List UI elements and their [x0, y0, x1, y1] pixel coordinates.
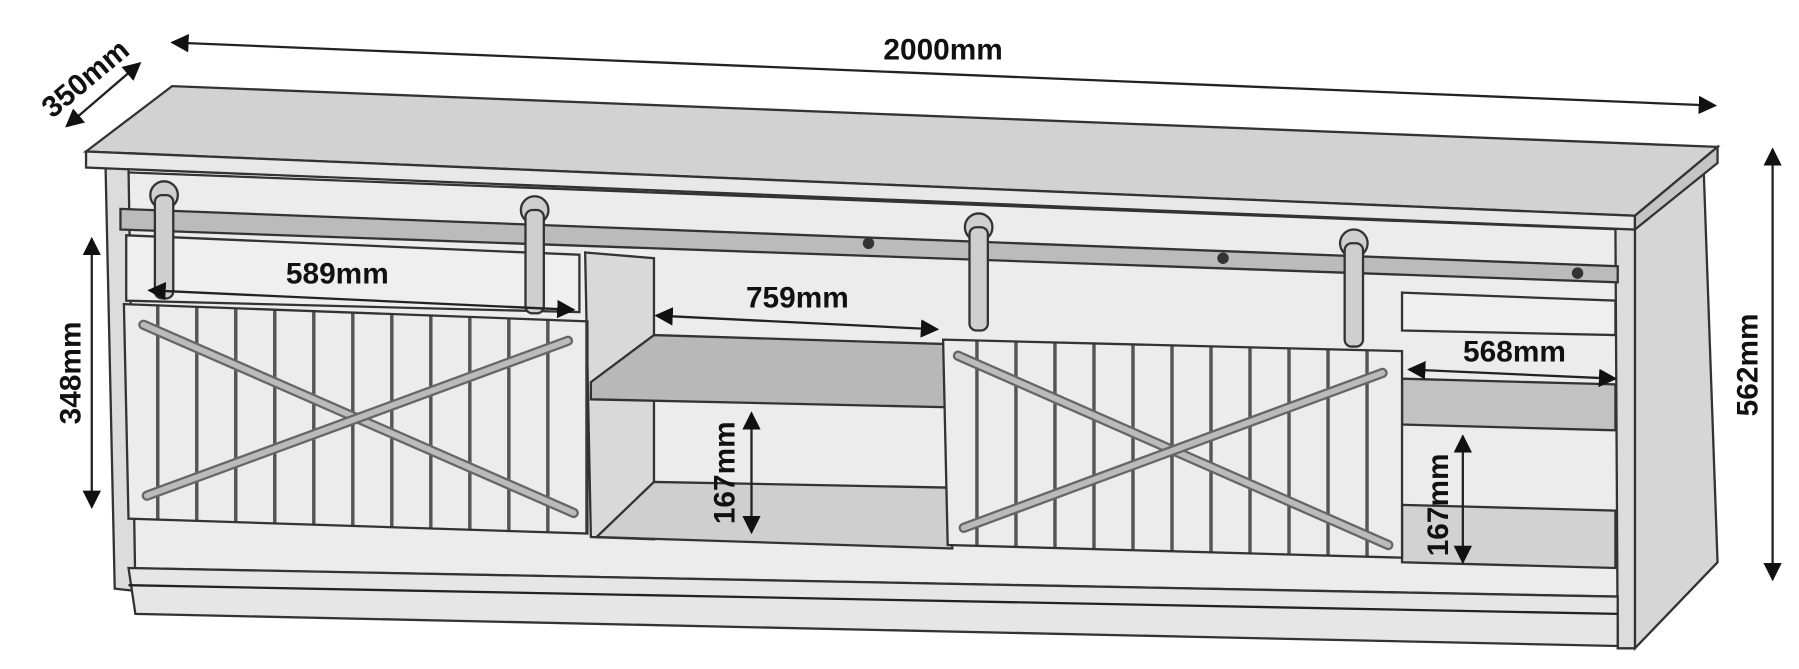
hanger-icon: [519, 195, 550, 315]
upper-right-panel: [1400, 291, 1617, 337]
bottom-shelf: [593, 480, 954, 550]
right-compartment-width-label: 568mm: [1463, 335, 1566, 368]
left-sliding-door: [122, 302, 589, 535]
dimension-lines: [65, 34, 1782, 582]
plinth: [127, 566, 1619, 648]
right-end-panel: [1633, 169, 1719, 652]
hanger-icon: [963, 212, 994, 332]
width-label: 2000mm: [883, 34, 1002, 67]
height-label: 562mm: [1732, 313, 1765, 416]
right-shelf: [1400, 377, 1617, 432]
door-height-label: 348mm: [54, 322, 87, 425]
middle-opening-width-label: 759mm: [746, 282, 849, 315]
right-shelf-height-label: 167mm: [1422, 453, 1455, 556]
left-door-width-label: 589mm: [286, 257, 389, 290]
middle-shelf-height-label: 167mm: [708, 421, 741, 524]
right-sliding-door: [941, 338, 1404, 559]
right-side-panel: [1614, 226, 1637, 650]
hanger-icon: [149, 180, 179, 300]
top-right-edge: [1633, 144, 1719, 232]
middle-shelf: [589, 333, 954, 409]
hanger-icon: [1338, 228, 1369, 348]
